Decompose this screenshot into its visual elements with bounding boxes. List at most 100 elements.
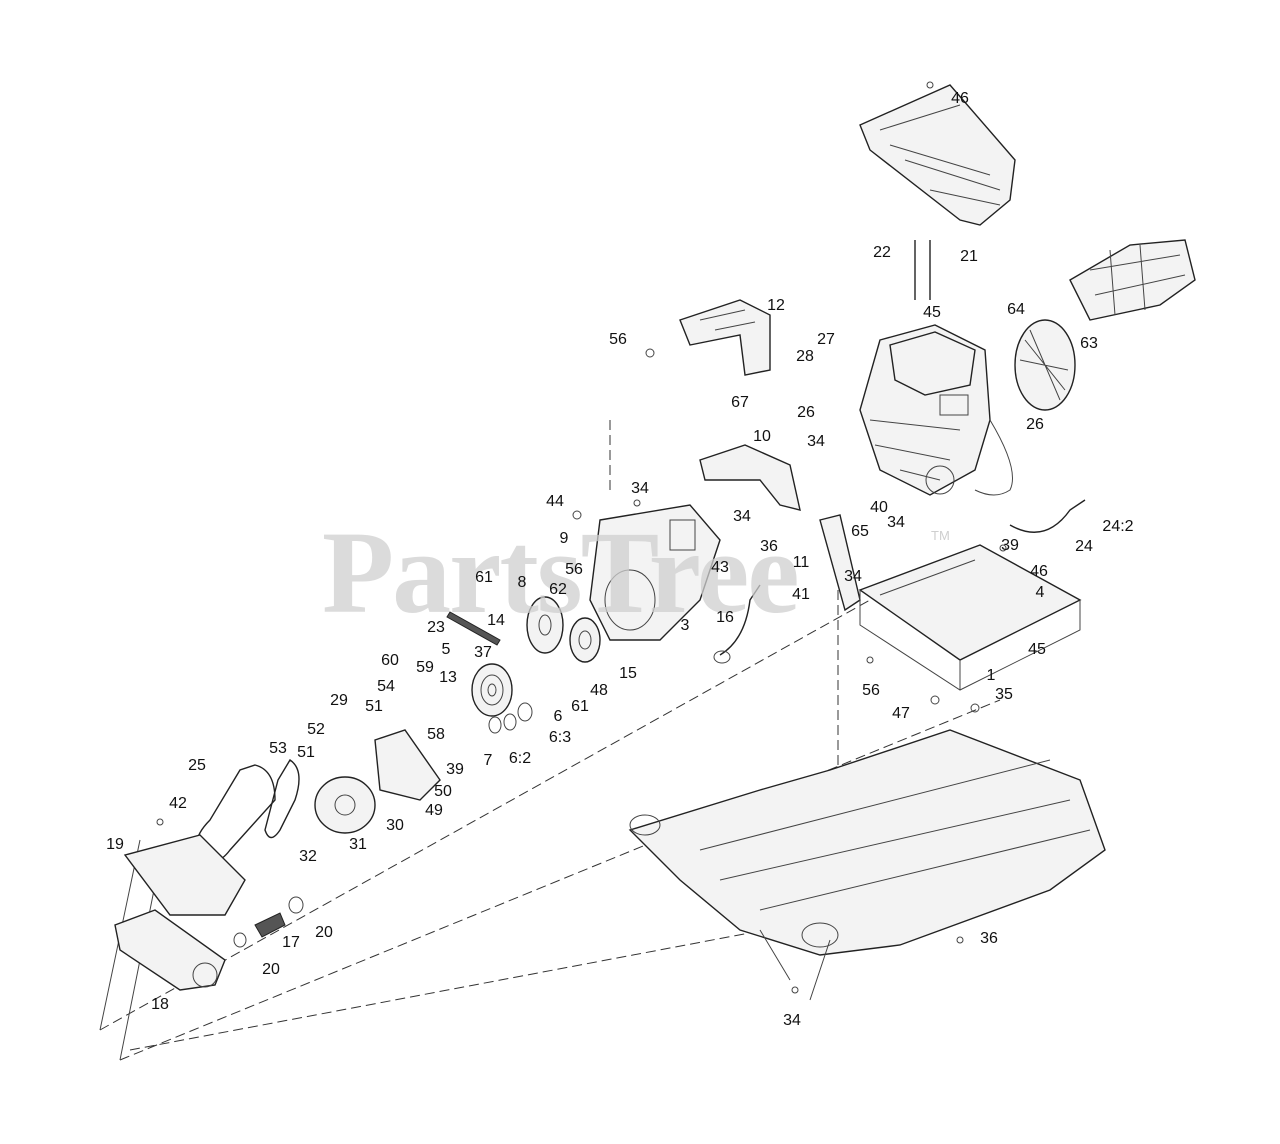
part-label-23: 23: [427, 619, 445, 636]
part-label-31: 31: [349, 836, 367, 853]
part-label-50: 50: [434, 783, 452, 800]
part-label-29: 29: [330, 692, 348, 709]
part-label-7: 7: [483, 752, 493, 769]
part-label-34: 34: [733, 508, 751, 525]
pulley-15: [569, 617, 601, 663]
part-label-67: 67: [731, 394, 749, 411]
engine-mount-plate: [858, 544, 1082, 691]
part-label-48: 48: [590, 682, 608, 699]
part-label-26: 26: [797, 404, 815, 421]
pulley-5: [471, 663, 513, 717]
spring-17: [254, 912, 286, 938]
part-label-56: 56: [565, 561, 583, 578]
part-label-49: 49: [425, 802, 443, 819]
part-label-54: 54: [377, 678, 395, 695]
part-label-58: 58: [427, 726, 445, 743]
part-label-25: 25: [188, 757, 206, 774]
part-label-61: 61: [571, 698, 589, 715]
part-label-32: 32: [299, 848, 317, 865]
part-label-34: 34: [887, 514, 905, 531]
part-label-30: 30: [386, 817, 404, 834]
trademark-mark: TM: [931, 528, 950, 543]
part-label-16: 16: [716, 609, 734, 626]
part-label-52: 52: [307, 721, 325, 738]
centerline-main: [119, 699, 1001, 1061]
engine-screen: [1014, 319, 1076, 411]
belt-guard-upper: [679, 299, 771, 376]
part-label-34: 34: [807, 433, 825, 450]
pulley-8: [526, 596, 564, 654]
part-label-53: 53: [269, 740, 287, 757]
frame-bracket-19: [123, 834, 246, 916]
part-label-22: 22: [873, 244, 891, 261]
part-label-18: 18: [151, 996, 169, 1013]
part-label-27: 27: [817, 331, 835, 348]
engine-top-cover: [859, 81, 1016, 226]
part-label-13: 13: [439, 669, 457, 686]
part-label-42: 42: [169, 795, 187, 812]
part-label-14: 14: [487, 612, 505, 629]
part-label-1: 1: [986, 667, 996, 684]
part-label-12: 12: [767, 297, 785, 314]
mower-chassis: [628, 729, 1106, 1001]
belt-cover: [699, 444, 801, 511]
spring-23: [446, 611, 501, 646]
part-label-46: 46: [951, 90, 969, 107]
part-label-64: 64: [1007, 301, 1025, 318]
part-label-28: 28: [796, 348, 814, 365]
part-label-15: 15: [619, 665, 637, 682]
part-label-34: 34: [631, 480, 649, 497]
part-label-40: 40: [870, 499, 888, 516]
part-label-11: 11: [792, 554, 810, 571]
part-label-20: 20: [315, 924, 333, 941]
muffler: [1069, 239, 1196, 321]
part-label-41: 41: [792, 586, 810, 603]
clutch-bracket: [589, 504, 721, 641]
part-label-45: 45: [1028, 641, 1046, 658]
part-label-6-2: 6:2: [508, 750, 532, 767]
part-label-63: 63: [1080, 335, 1098, 352]
part-label-37: 37: [474, 644, 492, 661]
part-label-59: 59: [416, 659, 434, 676]
part-label-36: 36: [760, 538, 778, 555]
part-label-26: 26: [1026, 416, 1044, 433]
part-label-39: 39: [446, 761, 464, 778]
part-label-24: 24: [1075, 538, 1093, 555]
part-label-20: 20: [262, 961, 280, 978]
part-label-19: 19: [106, 836, 124, 853]
part-label-8: 8: [517, 574, 527, 591]
belt-32: [264, 759, 300, 839]
part-label-21: 21: [960, 248, 978, 265]
part-label-4: 4: [1035, 584, 1045, 601]
part-label-65: 65: [851, 523, 869, 540]
part-label-60: 60: [381, 652, 399, 669]
part-label-43: 43: [711, 559, 729, 576]
part-label-3: 3: [680, 617, 690, 634]
part-label-46: 46: [1030, 563, 1048, 580]
part-label-39: 39: [1001, 537, 1019, 554]
part-label-6: 6: [553, 708, 563, 725]
part-label-17: 17: [282, 934, 300, 951]
part-label-10: 10: [753, 428, 771, 445]
part-label-51: 51: [297, 744, 315, 761]
part-label-62: 62: [549, 581, 567, 598]
centerline-lower: [129, 879, 1031, 1051]
part-label-44: 44: [546, 493, 564, 510]
centerline-upper: [99, 599, 871, 1031]
fuel-line: [1009, 499, 1086, 533]
part-label-5: 5: [441, 641, 451, 658]
part-label-34: 34: [783, 1012, 801, 1029]
part-label-61: 61: [475, 569, 493, 586]
part-label-36: 36: [980, 930, 998, 947]
frame-bracket-18: [114, 909, 226, 991]
part-label-47: 47: [892, 705, 910, 722]
part-label-24-2: 24:2: [1102, 518, 1134, 535]
part-label-56: 56: [609, 331, 627, 348]
part-label-35: 35: [995, 686, 1013, 703]
hardware-fasteners: [156, 348, 1007, 994]
part-label-56: 56: [862, 682, 880, 699]
part-label-51: 51: [365, 698, 383, 715]
part-label-9: 9: [559, 530, 569, 547]
